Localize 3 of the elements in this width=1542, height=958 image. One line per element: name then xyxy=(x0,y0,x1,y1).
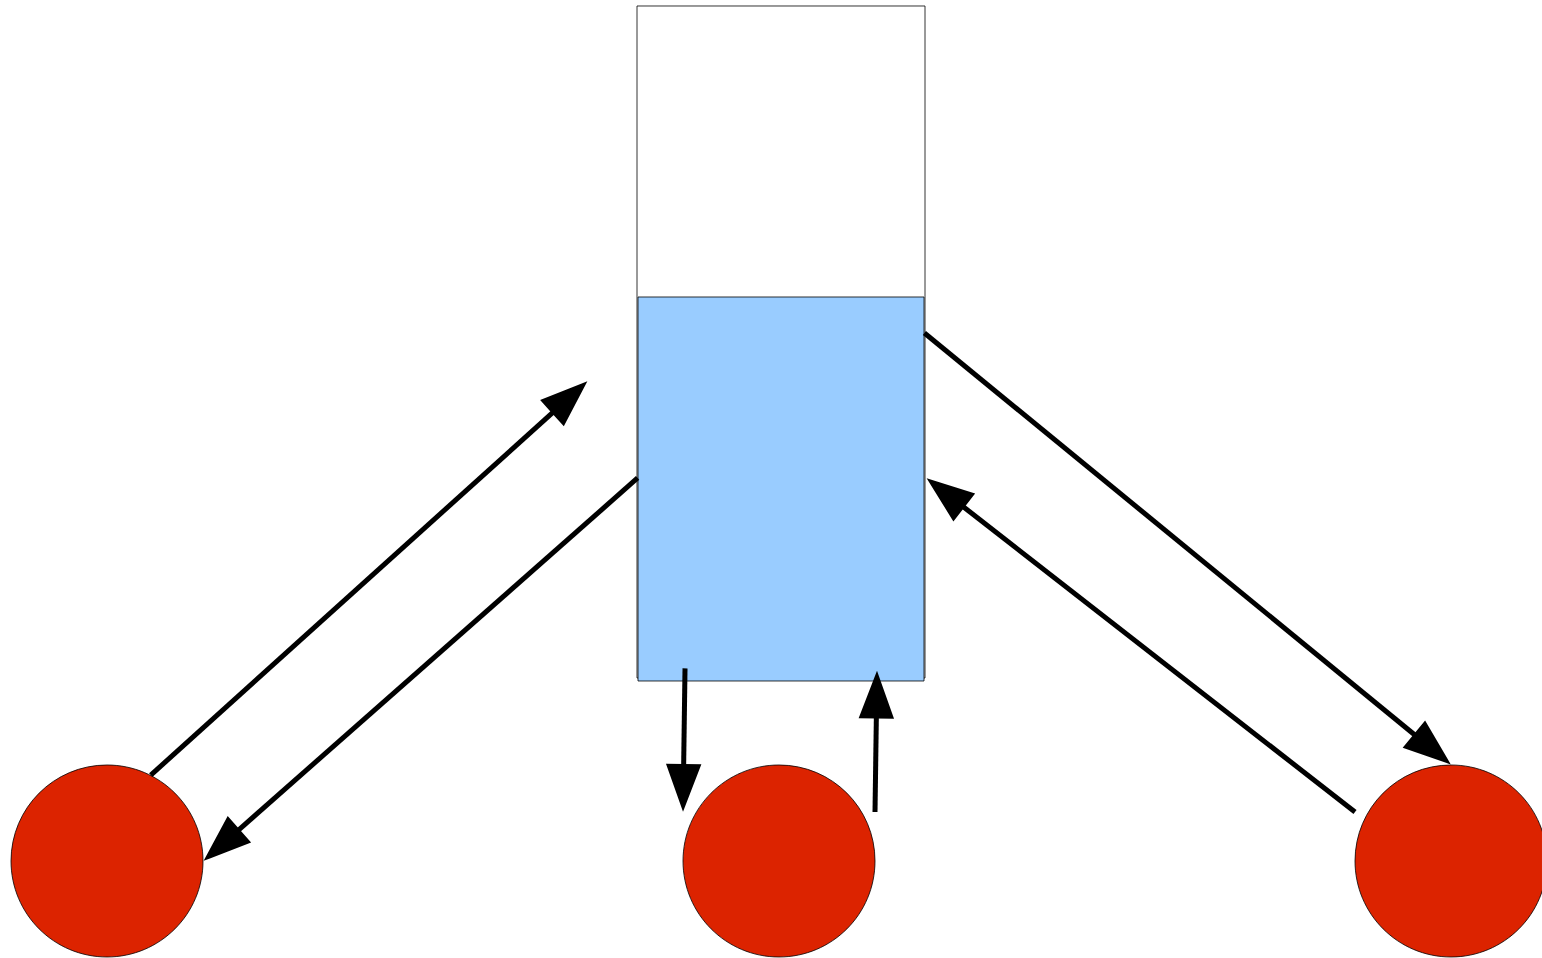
circle xyxy=(10,764,204,958)
circle xyxy=(1354,764,1542,958)
circle xyxy=(682,764,876,958)
